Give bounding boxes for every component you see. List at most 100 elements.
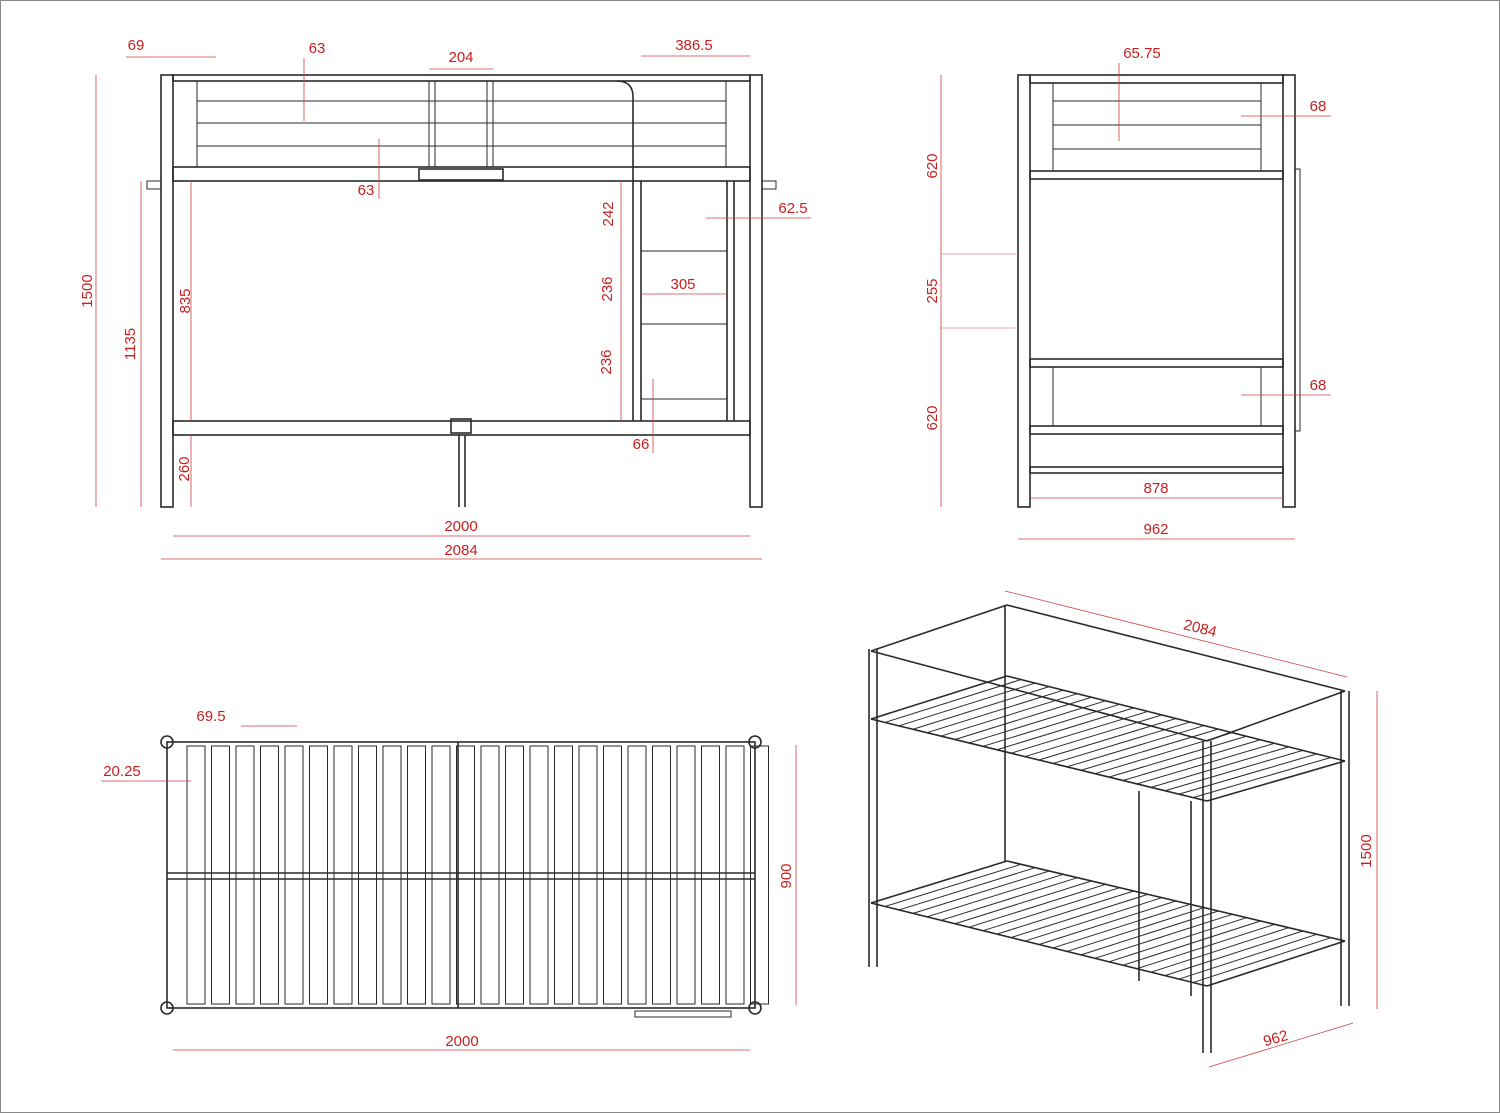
slat — [284, 745, 304, 1005]
iso-slat — [1066, 907, 1205, 952]
dim-20-25: 20.25 — [103, 763, 141, 780]
dim-69: 69 — [128, 37, 145, 54]
top-view-dimensions — [101, 725, 797, 1051]
isometric-dimensions — [1004, 590, 1378, 1068]
dim-620-bottom: 620 — [924, 405, 941, 430]
dim-835: 835 — [177, 288, 194, 313]
dim-255: 255 — [924, 278, 941, 303]
dim-204: 204 — [448, 49, 473, 66]
dim-2000-top: 2000 — [445, 1033, 478, 1050]
iso-slat — [968, 700, 1106, 744]
slat — [701, 745, 720, 1005]
slat — [309, 745, 328, 1005]
iso-slat — [968, 883, 1106, 928]
iso-slat — [982, 887, 1120, 932]
iso-slat — [1178, 753, 1317, 795]
slat — [333, 745, 353, 1005]
slat — [186, 745, 206, 1005]
slat — [725, 745, 745, 1005]
dim-68-top: 68 — [1310, 98, 1327, 115]
slat — [211, 745, 230, 1005]
iso-slat — [1080, 728, 1219, 771]
front-view — [146, 74, 777, 508]
top-view-labels: 69.5 20.25 900 2000 — [103, 708, 795, 1050]
iso-slat — [954, 696, 1092, 740]
dim-236-b: 236 — [598, 349, 615, 374]
iso-slat — [1024, 897, 1163, 942]
isometric-labels: 2084 1500 962 — [1182, 616, 1375, 1050]
top-view — [160, 735, 769, 1018]
iso-slat — [940, 877, 1078, 921]
iso-slat — [898, 682, 1036, 727]
iso-slat — [1010, 710, 1148, 754]
dim-260: 260 — [176, 456, 193, 481]
iso-slat — [1192, 756, 1332, 799]
dim-2000: 2000 — [444, 518, 477, 535]
iso-slat — [1136, 923, 1275, 970]
front-view-labels: 69 63 204 386.5 63 242 62.5 1500 835 113… — [79, 37, 808, 559]
slat — [652, 745, 671, 1005]
iso-slat — [926, 873, 1064, 918]
iso-slat — [1038, 718, 1177, 761]
iso-slat — [884, 863, 1022, 907]
dim-iso-1500: 1500 — [1358, 834, 1375, 867]
slat — [603, 745, 622, 1005]
dim-962: 962 — [1143, 521, 1168, 538]
dim-65-75: 65.75 — [1123, 45, 1161, 62]
dim-900: 900 — [778, 863, 795, 888]
iso-slat — [996, 890, 1134, 935]
top-view-slats — [186, 745, 769, 1005]
side-view — [1017, 74, 1301, 508]
iso-slat — [1150, 927, 1289, 973]
slat — [480, 745, 500, 1005]
slat — [578, 745, 598, 1005]
dim-878: 878 — [1143, 480, 1168, 497]
iso-slat — [1066, 725, 1205, 768]
slat — [407, 745, 426, 1005]
slat — [382, 745, 402, 1005]
iso-slat — [926, 689, 1064, 734]
iso-slat — [1192, 937, 1332, 984]
side-view-dimensions — [940, 63, 1331, 540]
iso-slat — [1164, 930, 1303, 977]
iso-slat — [1094, 732, 1233, 775]
iso-slat — [996, 707, 1134, 751]
dim-386-5: 386.5 — [675, 37, 713, 54]
slat — [358, 745, 377, 1005]
dim-236-a: 236 — [599, 276, 616, 301]
iso-slat — [1080, 910, 1219, 956]
iso-slat — [1178, 933, 1317, 980]
iso-slat — [1108, 917, 1247, 963]
slat — [676, 745, 696, 1005]
side-view-labels: 65.75 68 620 255 68 620 878 962 — [924, 45, 1326, 538]
dim-63-rail: 63 — [358, 182, 375, 199]
dim-63-top: 63 — [309, 40, 326, 57]
iso-slat — [1052, 721, 1191, 764]
slat — [529, 745, 549, 1005]
iso-slat — [954, 880, 1092, 925]
iso-slat — [1164, 749, 1303, 792]
iso-slat — [884, 679, 1022, 723]
dim-2084: 2084 — [444, 542, 477, 559]
slat — [505, 745, 524, 1005]
slat — [456, 745, 475, 1005]
iso-slat — [1094, 913, 1233, 959]
dim-69-5: 69.5 — [196, 708, 225, 725]
iso-slat — [1024, 714, 1163, 758]
slat — [750, 745, 769, 1005]
isometric-slats — [884, 679, 1332, 984]
slat — [627, 745, 647, 1005]
dim-iso-962: 962 — [1261, 1027, 1290, 1050]
iso-slat — [1108, 735, 1247, 778]
iso-slat — [1010, 893, 1148, 939]
slat — [431, 745, 451, 1005]
iso-slat — [1038, 900, 1177, 945]
dim-305: 305 — [670, 276, 695, 293]
iso-slat — [982, 703, 1120, 747]
dim-1500: 1500 — [79, 274, 96, 307]
dim-620-top: 620 — [924, 153, 941, 178]
iso-slat — [1136, 742, 1275, 785]
dim-68-bottom: 68 — [1310, 377, 1327, 394]
